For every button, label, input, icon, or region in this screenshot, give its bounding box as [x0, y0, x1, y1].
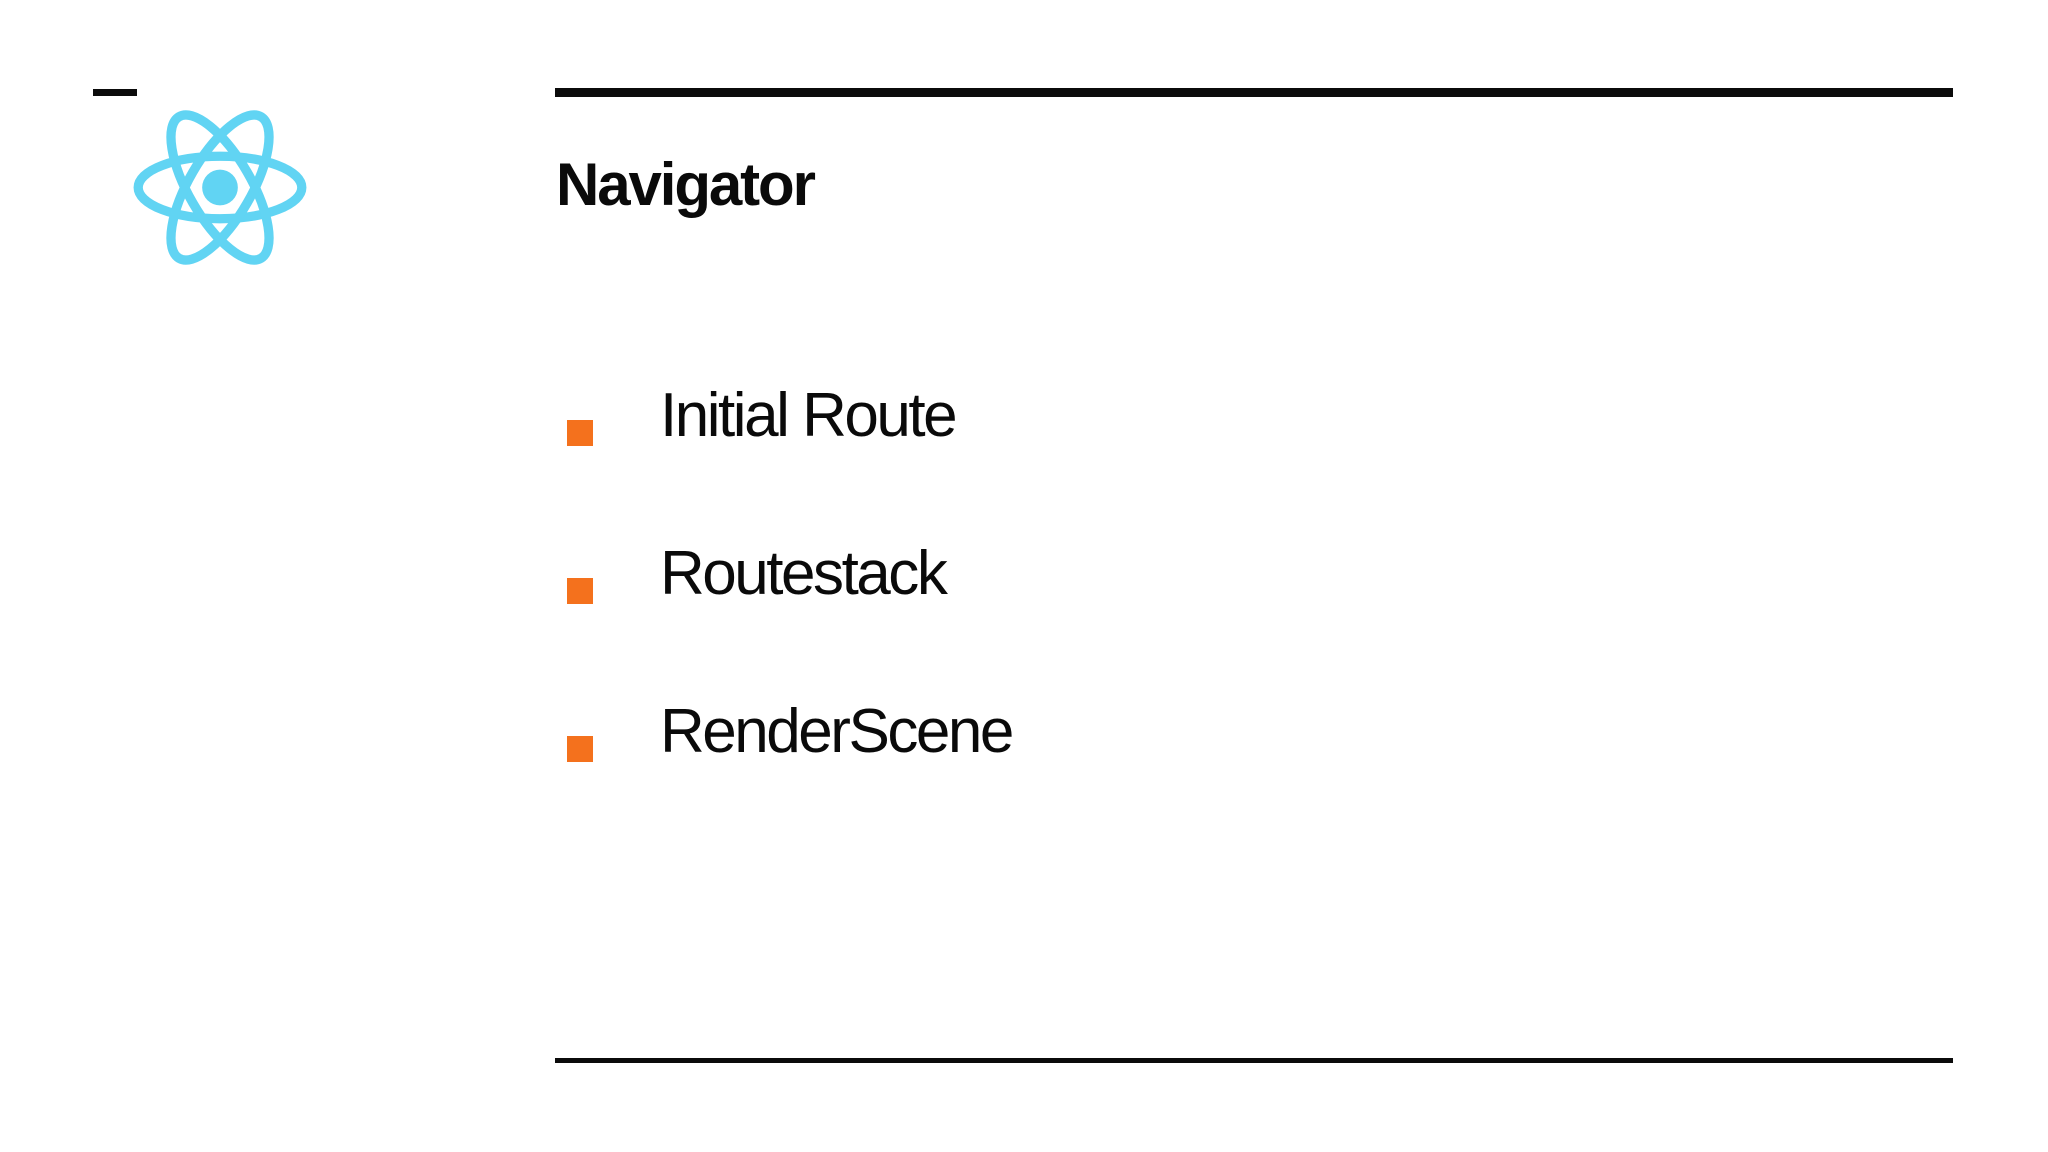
react-logo-icon [133, 110, 307, 265]
top-rule [555, 88, 1953, 97]
list-item: Initial Route [567, 381, 1667, 466]
page-title: Navigator [556, 151, 816, 218]
bullet-square-icon [567, 578, 593, 604]
list-item: RenderScene [567, 697, 1667, 782]
bullet-label: RenderScene [660, 697, 1014, 766]
bullet-square-icon [567, 420, 593, 446]
bullet-square-icon [567, 736, 593, 762]
corner-dash [93, 89, 137, 96]
bullet-label: Initial Route [660, 381, 958, 450]
bottom-rule [555, 1058, 1953, 1063]
bullet-label: Routestack [660, 539, 948, 608]
list-item: Routestack [567, 539, 1667, 624]
